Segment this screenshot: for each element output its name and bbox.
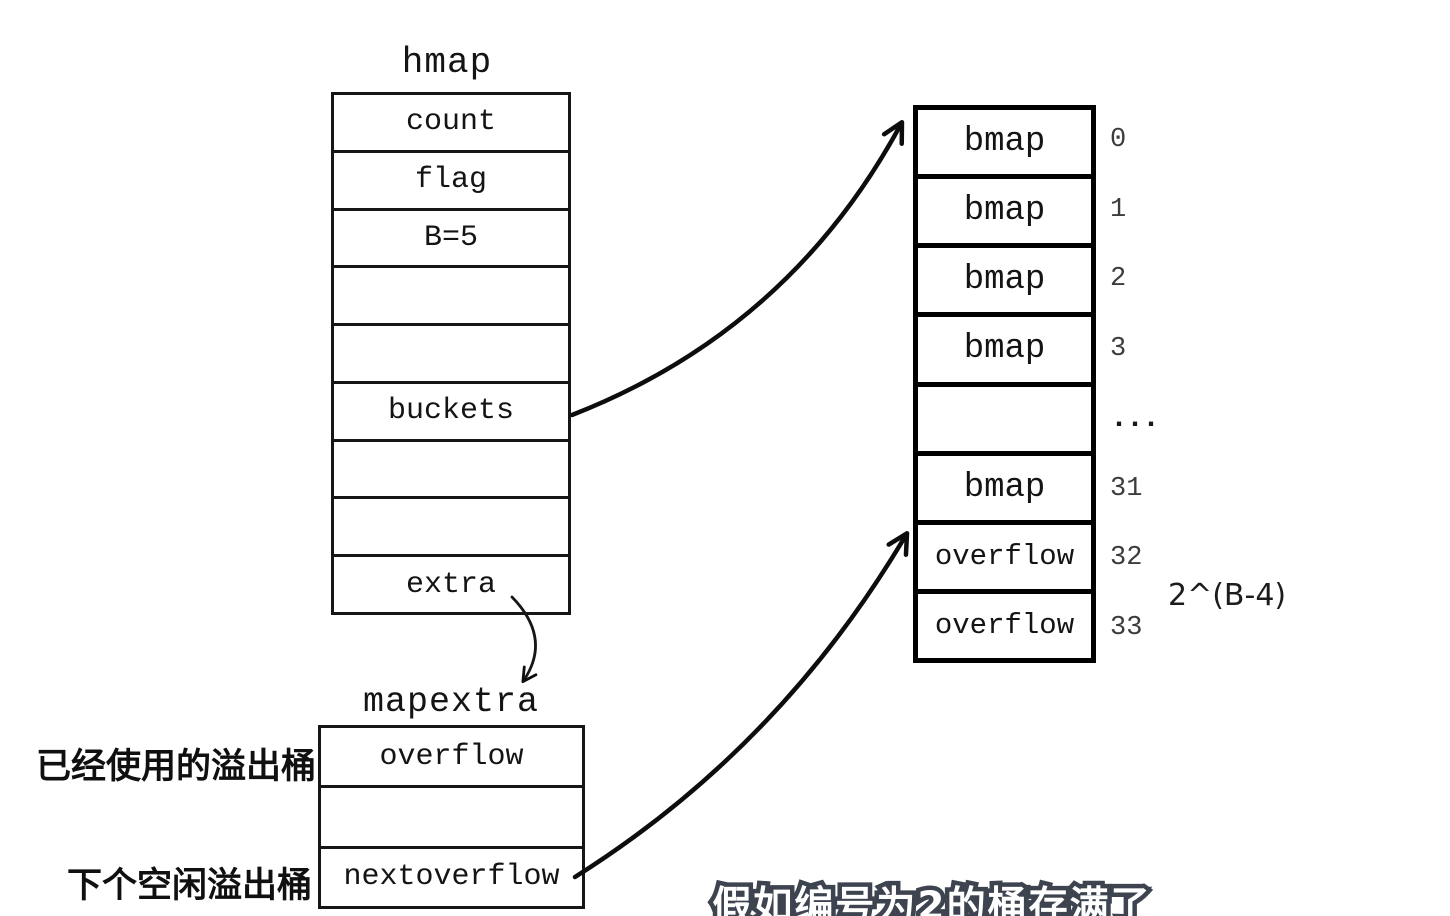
array-size-annotation: 2^(B-4) — [1168, 578, 1287, 613]
bucket-index-1: 1 — [1110, 194, 1127, 225]
hmap-row-b: B=5 — [334, 211, 568, 269]
subtitle-text: 假如编号为2的桶存满了 — [712, 884, 1152, 916]
bucket-index-2: 2 — [1110, 264, 1127, 295]
nextoverflow-to-array-arrow — [572, 531, 910, 880]
bucket-row-bmap-31: bmap — [918, 456, 1091, 525]
mapextra-struct-table: overflow nextoverflow — [318, 725, 585, 909]
hmap-struct-table: count flag B=5 buckets extra — [331, 92, 571, 615]
hmap-row-empty-2 — [334, 326, 568, 384]
hmap-row-flag: flag — [334, 153, 568, 211]
hmap-row-empty-1 — [334, 268, 568, 327]
mapextra-row-overflow: overflow — [321, 728, 582, 789]
bucket-row-bmap-1: bmap — [918, 179, 1091, 249]
mapextra-row-nextoverflow: nextoverflow — [343, 860, 560, 895]
hmap-row-extra: extra — [405, 567, 496, 602]
bucket-row-ellipsis — [918, 387, 1091, 456]
bucket-row-overflow-33: overflow — [934, 609, 1075, 643]
bucket-index-32: 32 — [1110, 543, 1143, 574]
bucket-row-overflow-32: overflow — [918, 525, 1091, 594]
hmap-row-empty-4 — [334, 499, 568, 558]
bucket-row-bmap-0: bmap — [918, 110, 1091, 180]
subtitle-outline: 假如编号为2的桶存满了 — [708, 880, 1154, 916]
buckets-to-array-arrow — [569, 119, 905, 418]
bucket-index-0: 0 — [1110, 124, 1127, 155]
subtitle-caption: 假如编号为2的桶存满了 假如编号为2的桶存满了 — [708, 880, 1154, 916]
bucket-index-33: 33 — [1110, 613, 1143, 644]
hmap-title: hmap — [401, 42, 493, 83]
used-overflow-label: 已经使用的溢出桶 — [35, 746, 316, 787]
bucket-index-column: 0 1 2 3 ... 31 32 33 — [1110, 105, 1190, 663]
hmap-row-empty-3 — [334, 442, 568, 500]
hmap-row-buckets: buckets — [334, 384, 568, 442]
next-free-overflow-label: 下个空闲溢出桶 — [66, 865, 312, 906]
bucket-row-bmap-2: bmap — [918, 248, 1091, 318]
bucket-index-31: 31 — [1110, 473, 1143, 504]
bucket-index-ellipsis: ... — [1110, 401, 1160, 436]
bucket-array-table: bmap bmap bmap bmap bmap overflow overfl… — [913, 105, 1096, 663]
bucket-index-3: 3 — [1110, 334, 1127, 365]
hmap-row-count: count — [334, 95, 568, 153]
bucket-row-bmap-3: bmap — [918, 317, 1091, 387]
mapextra-row-empty — [321, 788, 582, 849]
mapextra-title: mapextra — [362, 682, 540, 722]
